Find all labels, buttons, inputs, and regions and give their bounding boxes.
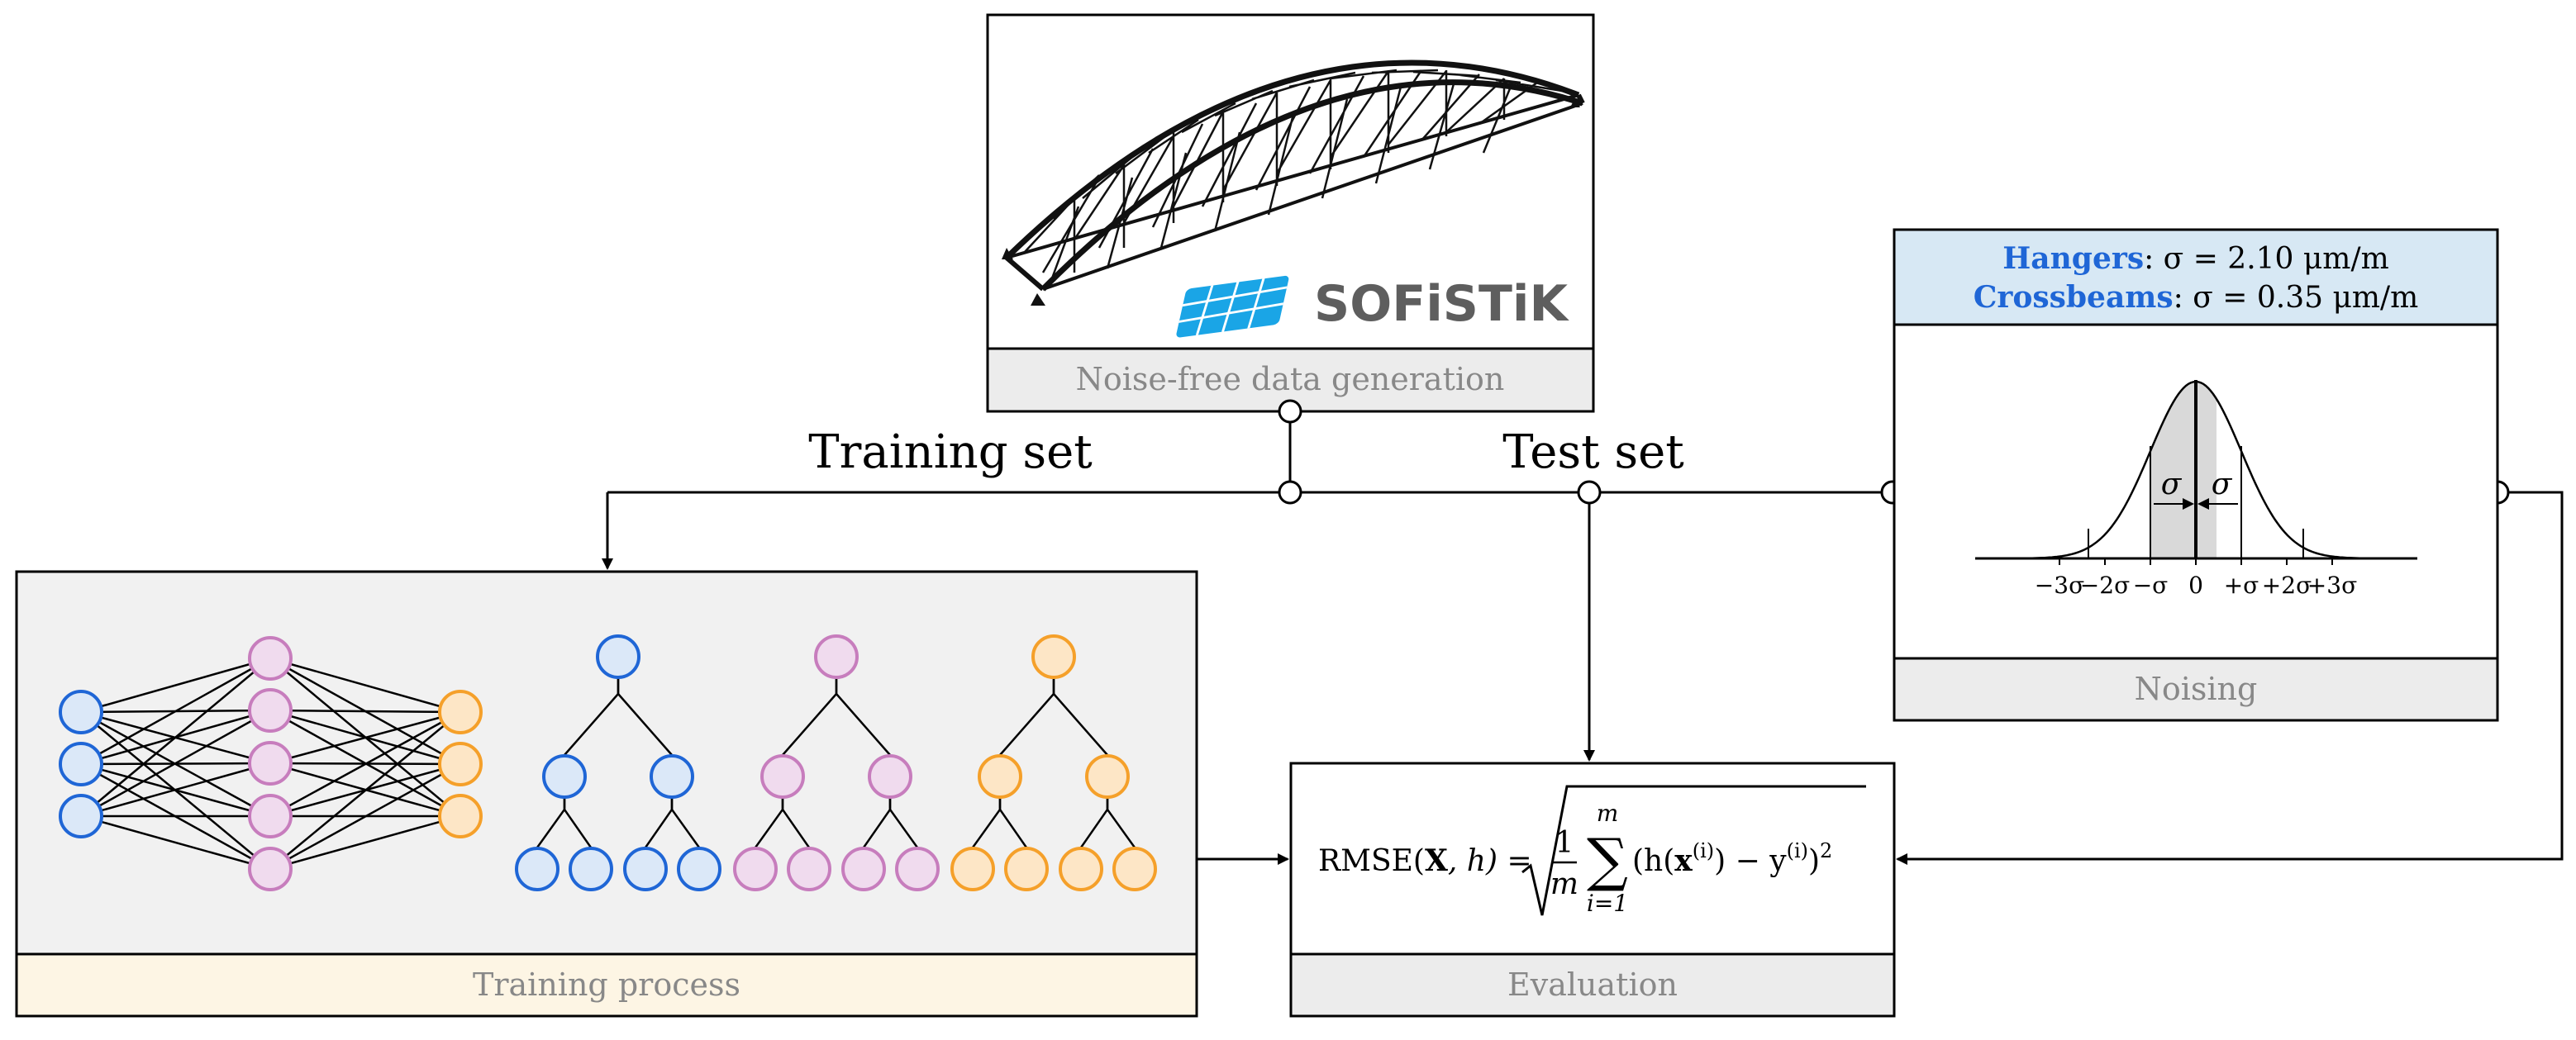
noising-caption: Noising bbox=[2135, 671, 2258, 707]
tree-node bbox=[733, 847, 778, 891]
tree-node bbox=[841, 847, 886, 891]
svg-text:RMSE(X, h) =: RMSE(X, h) = bbox=[1318, 843, 1532, 878]
axis-tick-label: +2σ bbox=[2262, 572, 2312, 599]
tree-node bbox=[978, 754, 1022, 799]
nn-node bbox=[248, 688, 293, 733]
axis-tick-label: +3σ bbox=[2307, 572, 2357, 599]
nn-node bbox=[59, 690, 103, 734]
data-generation-caption: Noise-free data generation bbox=[1076, 361, 1505, 397]
gaussian-curve-icon: σ σ −3σ−2σ−σ 0 +σ+2σ+3σ bbox=[1975, 380, 2417, 599]
nn-node bbox=[248, 847, 293, 891]
tree-node bbox=[1031, 634, 1076, 679]
sigma-right-label: σ bbox=[2212, 468, 2233, 501]
nn-node bbox=[248, 741, 293, 786]
tree-edge bbox=[1052, 678, 1108, 756]
tree-node bbox=[650, 754, 694, 799]
evaluation-box: Evaluation RMSE(X, h) = 1 m m ∑ i=1 (h(x… bbox=[1289, 762, 1896, 1018]
axis-tick-label: −3σ bbox=[2035, 572, 2084, 599]
nn-edge bbox=[269, 814, 461, 871]
nn-edge bbox=[269, 710, 461, 818]
axis-tick-label: 0 bbox=[2188, 572, 2203, 599]
tree-node bbox=[569, 847, 613, 891]
axis-tick-label: −σ bbox=[2133, 572, 2169, 599]
tree-node bbox=[787, 847, 831, 891]
nn-edge bbox=[80, 658, 271, 817]
tree-node bbox=[1112, 847, 1157, 891]
tree-node bbox=[814, 634, 859, 679]
nn-edge bbox=[269, 657, 461, 714]
tree-node bbox=[760, 754, 805, 799]
sqrt-sign bbox=[1521, 785, 1866, 916]
crossbeams-line: Crossbeams: σ = 0.35 μm/m bbox=[1974, 280, 2419, 315]
tree-node bbox=[950, 847, 995, 891]
svg-text:(h(x(i)) − y(i))2: (h(x(i)) − y(i))2 bbox=[1632, 839, 1832, 878]
tree-edge bbox=[670, 798, 701, 848]
nn-edge bbox=[80, 709, 271, 818]
nn-edge bbox=[80, 814, 271, 871]
tree-node bbox=[596, 634, 640, 679]
training-process-caption: Training process bbox=[473, 966, 740, 1003]
sigma-left-label: σ bbox=[2161, 468, 2183, 501]
nn-edge bbox=[269, 710, 461, 765]
svg-text:m: m bbox=[1550, 867, 1578, 901]
training-process-panel: Training process bbox=[15, 570, 1198, 1018]
nn-node bbox=[59, 742, 103, 786]
tree-edge bbox=[617, 678, 673, 756]
nn-edge bbox=[80, 657, 271, 766]
tree-edge bbox=[998, 798, 1028, 848]
test-set-label: Test set bbox=[1502, 425, 1684, 479]
tree-node bbox=[542, 754, 587, 799]
tree-edge bbox=[1106, 798, 1136, 848]
decision-trees bbox=[515, 634, 1157, 891]
tree-node bbox=[623, 847, 668, 891]
nn-edge bbox=[269, 711, 461, 870]
nn-node bbox=[438, 690, 483, 734]
neural-network-icon bbox=[59, 636, 483, 891]
nn-node bbox=[438, 742, 483, 786]
svg-text:i=1: i=1 bbox=[1587, 890, 1628, 917]
noise-header bbox=[1893, 228, 2499, 326]
tree-edge bbox=[835, 678, 891, 756]
connectors bbox=[602, 411, 2564, 865]
tree-edge bbox=[888, 798, 919, 848]
sofistik-logo-icon: SOFiSTiK bbox=[1176, 275, 1569, 338]
nn-node bbox=[248, 794, 293, 838]
nn-node bbox=[438, 794, 483, 838]
tree-edge bbox=[563, 798, 593, 848]
axis-tick-label: +σ bbox=[2224, 572, 2259, 599]
nn-edge bbox=[80, 762, 271, 818]
rmse-formula: RMSE(X, h) = 1 m m ∑ i=1 (h(x(i)) − y(i)… bbox=[1318, 785, 1866, 917]
svg-text:∑: ∑ bbox=[1587, 826, 1628, 894]
noising-box: Hangers: σ = 2.10 μm/m Crossbeams: σ = 0… bbox=[1893, 228, 2499, 722]
tree-edge bbox=[781, 798, 811, 848]
tree-node bbox=[868, 754, 912, 799]
svg-text:m: m bbox=[1597, 800, 1619, 827]
data-generation-box: Noise-free data generation SOFiSTiK bbox=[986, 13, 1595, 413]
nn-node bbox=[248, 636, 293, 681]
tree-node bbox=[677, 847, 721, 891]
nn-node bbox=[59, 794, 103, 838]
evaluation-caption: Evaluation bbox=[1507, 966, 1678, 1003]
tree-node bbox=[515, 847, 559, 891]
training-set-label: Training set bbox=[808, 425, 1093, 479]
hangers-line: Hangers: σ = 2.10 μm/m bbox=[2002, 241, 2388, 276]
bridge-icon bbox=[1002, 59, 1585, 306]
sofistik-wordmark: SOFiSTiK bbox=[1314, 275, 1569, 333]
axis-tick-label: −2σ bbox=[2080, 572, 2130, 599]
tree-node bbox=[1059, 847, 1103, 891]
nn-edge bbox=[80, 657, 271, 714]
tree-node bbox=[895, 847, 940, 891]
tree-node bbox=[1085, 754, 1130, 799]
tree-node bbox=[1004, 847, 1049, 891]
nn-edge bbox=[269, 762, 461, 871]
svg-text:1: 1 bbox=[1555, 826, 1574, 860]
nn-edge bbox=[269, 709, 461, 714]
